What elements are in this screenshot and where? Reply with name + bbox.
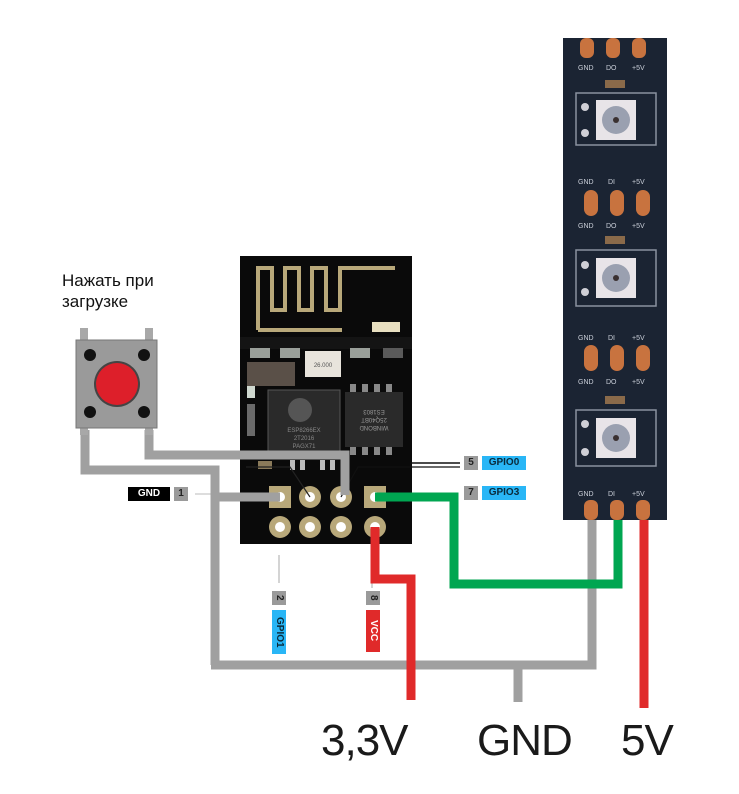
strip-pads-mid-2: [584, 345, 650, 371]
pin-1-number-badge: 1: [174, 487, 188, 501]
strip-label-gnd-3: GND: [578, 335, 594, 342]
led-1: [575, 80, 657, 146]
strip-label-gnd-top: GND: [578, 65, 594, 72]
flash-chip: ES1803 25Q40BT WINBOND: [345, 384, 403, 455]
pin-8-name-badge: VCC: [366, 610, 380, 652]
rail-label-5v: 5V: [621, 716, 674, 765]
pin-2-name-badge: GPIO1: [272, 610, 286, 654]
chip-label-3: PAGX71: [293, 444, 317, 450]
button-caption-line1: Нажать при: [62, 271, 154, 290]
push-button: [75, 328, 158, 435]
chip-label-2: 2T2016: [294, 436, 315, 442]
strip-pads-mid-1: [584, 190, 650, 216]
wire-button-to-gpio0: [144, 430, 350, 495]
strip-label-5v-1: +5V: [632, 179, 645, 186]
strip-label-gnd-1: GND: [578, 179, 594, 186]
strip-label-gnd-4: GND: [578, 379, 594, 386]
flash-label-3: ES1803: [363, 408, 385, 414]
flash-label: WINBOND: [359, 424, 389, 430]
strip-pads-bottom: [584, 500, 650, 520]
led-strip: GND DO +5V GND DI +5V GND DO +5V GND DI …: [563, 38, 667, 520]
strip-label-gnd-2: GND: [578, 223, 594, 230]
strip-label-5v-5: +5V: [632, 491, 645, 498]
pin-1-name-badge: GND: [128, 487, 170, 501]
strip-label-di-3: DI: [608, 335, 615, 342]
flash-label-2: 25Q40BT: [361, 416, 387, 422]
chip-label: ESP8266EX: [287, 428, 320, 434]
rail-label-gnd: GND: [477, 716, 573, 765]
pcb-antenna: [256, 266, 395, 330]
strip-label-di-5: DI: [608, 491, 615, 498]
strip-pads-top: [580, 38, 646, 58]
strip-label-5v-top: +5V: [632, 65, 645, 72]
crystal-label: 26.000: [314, 363, 333, 369]
pin-5-number-badge: 5: [464, 456, 478, 470]
strip-label-gnd-5: GND: [578, 491, 594, 498]
wire-button-to-gnd: [80, 430, 220, 665]
strip-label-di-1: DI: [608, 179, 615, 186]
strip-label-do-top: DO: [606, 65, 617, 72]
esp8266-chip: ESP8266EX 2T2016 PAGX71: [267, 389, 341, 453]
rail-label-3v3: 3,3V: [321, 716, 409, 765]
button-caption-line2: загрузке: [62, 292, 129, 311]
strip-label-5v-3: +5V: [632, 335, 645, 342]
pin-7-number-badge: 7: [464, 486, 478, 500]
led-2: [575, 236, 657, 307]
led-3: [575, 396, 657, 467]
pin-8-number-badge: 8: [366, 591, 380, 605]
strip-label-5v-4: +5V: [632, 379, 645, 386]
wire-gnd-bus: [211, 520, 597, 670]
pin-7-name-badge: GPIO3: [482, 486, 526, 500]
pin-2-number-badge: 2: [272, 591, 286, 605]
strip-label-do-4: DO: [606, 379, 617, 386]
crystal: [305, 351, 341, 377]
strip-label-5v-2: +5V: [632, 223, 645, 230]
button-cap: [96, 363, 138, 405]
pin-5-name-badge: GPIO0: [482, 456, 526, 470]
button-caption: Нажать при загрузке: [62, 270, 202, 312]
wire-data-gpio3: [375, 492, 623, 589]
strip-label-do-2: DO: [606, 223, 617, 230]
wire-vcc-33v: [370, 527, 416, 700]
wires: [80, 430, 649, 708]
